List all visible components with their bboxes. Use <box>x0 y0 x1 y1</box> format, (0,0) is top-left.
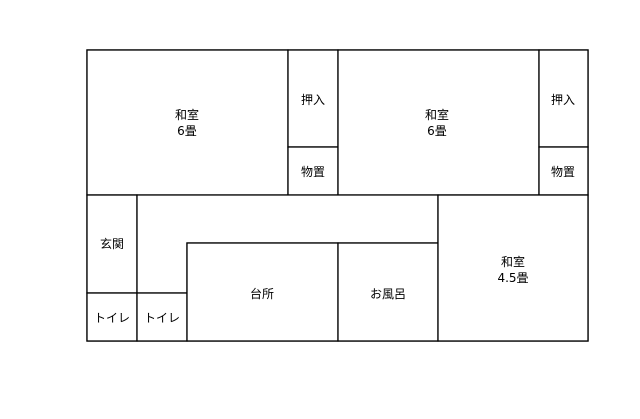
label-oshiire-right: 押入 <box>551 93 575 107</box>
label-toilet-1: トイレ <box>94 311 130 325</box>
label-washitsu-right-size: 4.5畳 <box>497 271 528 285</box>
room-washitsu-right <box>437 194 589 342</box>
room-washitsu-left <box>86 49 289 196</box>
room-oshiire-right <box>538 49 589 148</box>
label-washitsu-left: 和室 <box>175 107 199 122</box>
label-oshiire-left: 押入 <box>301 93 325 107</box>
room-toilet-1 <box>86 292 138 342</box>
label-washitsu-center: 和室 <box>425 107 449 122</box>
label-monooki-left: 物置 <box>301 165 325 179</box>
label-washitsu-left-size: 6畳 <box>177 124 197 138</box>
room-genkan <box>86 194 138 294</box>
label-genkan: 玄関 <box>100 236 124 251</box>
label-ofuro: お風呂 <box>370 287 406 301</box>
room-oshiire-left <box>287 49 339 148</box>
label-daidokoro: 台所 <box>250 286 274 301</box>
label-monooki-right: 物置 <box>551 165 575 179</box>
room-ofuro <box>337 242 439 342</box>
label-washitsu-center-size: 6畳 <box>427 124 447 138</box>
label-toilet-2: トイレ <box>144 311 180 325</box>
room-washitsu-center <box>337 49 540 196</box>
label-washitsu-right: 和室 <box>501 254 525 269</box>
room-daidokoro <box>186 242 339 342</box>
room-toilet-2 <box>136 292 188 342</box>
